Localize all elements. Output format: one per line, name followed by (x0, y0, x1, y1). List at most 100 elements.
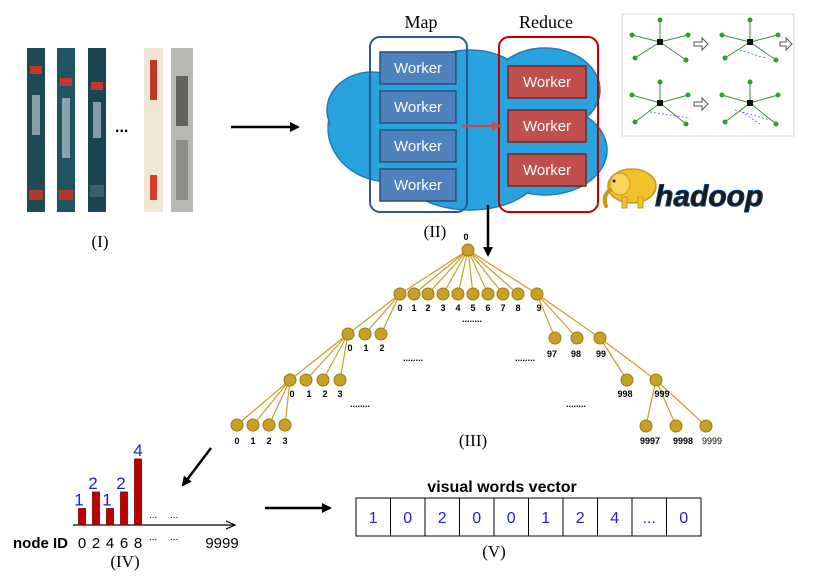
level1-label-7: 7 (500, 303, 505, 313)
histogram-dots-c: ... (149, 532, 157, 543)
tree-root-node (461, 243, 475, 257)
reduce-worker-1-label: Worker (523, 74, 571, 91)
level3-left-label-3: 3 (337, 389, 342, 399)
level1-label-4: 4 (455, 303, 460, 313)
reduce-worker-3-label: Worker (523, 162, 571, 179)
level3-right-label-998: 998 (617, 389, 632, 399)
vector-cell-value-4: 0 (507, 510, 516, 527)
histogram-value-label-4: 1 (102, 491, 111, 510)
histogram-value-label-6: 2 (116, 474, 125, 493)
reduce-worker-2-label: Worker (523, 118, 571, 135)
vector-cell-1 (390, 497, 426, 537)
level1-label-1: 1 (411, 303, 416, 313)
level4-left-label-0: 0 (234, 436, 239, 446)
histogram-x-label-2: 2 (92, 535, 100, 552)
vector-cell-2 (424, 497, 460, 537)
vector-cell-value-9: 0 (679, 510, 688, 527)
histogram-dots-d: ... (170, 532, 178, 543)
level1-label-3: 3 (440, 303, 445, 313)
panel-iv-label: (IV) (110, 552, 139, 571)
vector-cell-6 (562, 497, 598, 537)
level2-right-dots: ........ (515, 353, 535, 363)
map-worker-3-label: Worker (394, 138, 442, 155)
arrow-iii-to-iv (181, 447, 212, 487)
map-workers: Worker Worker Worker Worker (379, 51, 457, 202)
image-strip-1 (27, 48, 45, 212)
image-strip-4 (144, 48, 163, 212)
map-box (369, 36, 468, 213)
level1-label-0: 0 (397, 303, 402, 313)
level1-label-6: 6 (485, 303, 490, 313)
image-strip-2 (57, 48, 75, 212)
images-ellipsis: ... (115, 119, 128, 136)
vector-cell-value-1: 0 (403, 510, 412, 527)
level1-dots: ........ (462, 314, 482, 324)
map-title: Map (405, 12, 438, 32)
vector-cell-9 (666, 497, 702, 537)
level4-left-label-3: 3 (282, 436, 287, 446)
histogram-bar-2 (92, 491, 100, 526)
vector-title: visual words vector (427, 479, 576, 496)
hadoop-logo: hadoop (602, 168, 764, 214)
vector-cell-value-0: 1 (369, 510, 378, 527)
level3-right-label-999: 999 (654, 389, 669, 399)
vector-cell-0 (355, 497, 391, 537)
histogram-bar-4 (106, 508, 114, 526)
image-strips: ... (27, 48, 193, 212)
level3-right-dots: ........ (566, 399, 586, 409)
panel-v-label: (V) (482, 542, 506, 561)
histogram-x-label-8: 8 (134, 535, 142, 552)
reduce-title: Reduce (519, 12, 573, 32)
histogram-dots-b: ... (170, 510, 178, 521)
level2-left-label-0: 0 (347, 343, 352, 353)
panel-i-label: (I) (92, 232, 109, 251)
level3-left-label-1: 1 (306, 389, 311, 399)
image-strip-3 (88, 48, 106, 212)
hadoop-wordmark: hadoop (655, 180, 763, 213)
level3-left-label-2: 2 (322, 389, 327, 399)
level1-label-2: 2 (425, 303, 430, 313)
level2-left-dots: ........ (403, 353, 423, 363)
level3-left-dots: ........ (350, 399, 370, 409)
histogram-value-label-0: 1 (74, 491, 83, 510)
panel-ii-label: (II) (424, 222, 447, 241)
histogram-x-label-6: 6 (120, 535, 128, 552)
histogram-x-label-4: 4 (106, 535, 114, 552)
vector-cell-value-3: 0 (472, 510, 481, 527)
vocabulary-tree: 0 0 1 2 3 4 5 6 7 8 9 ........ 0 1 2 ...… (230, 232, 722, 446)
histogram-value-label-2: 2 (88, 474, 97, 493)
level1-label-8: 8 (515, 303, 520, 313)
map-worker-1-label: Worker (394, 60, 442, 77)
reduce-workers: Worker Worker Worker (507, 65, 587, 187)
tree-root-label: 0 (463, 232, 468, 242)
tree-nodes (230, 243, 713, 433)
level2-left-label-2: 2 (379, 343, 384, 353)
level4-right-label-9998: 9998 (673, 436, 693, 446)
histogram-dots-a: ... (149, 510, 157, 521)
histogram-x-end-label: 9999 (205, 535, 238, 552)
level2-right-label-98: 98 (571, 349, 581, 359)
elephant-icon (602, 168, 657, 209)
vector-cell-value-7: 4 (610, 510, 619, 527)
vector-cell-value-5: 1 (541, 510, 550, 527)
tree-thumbnails (621, 13, 795, 137)
level3-left-label-0: 0 (289, 389, 294, 399)
level2-left-label-1: 1 (363, 343, 368, 353)
level1-label-9: 9 (536, 303, 541, 313)
vector-cell-value-8: ... (643, 510, 656, 527)
level4-left-label-1: 1 (250, 436, 255, 446)
panel-iii-label: (III) (459, 431, 487, 450)
level4-right-label-9999: 9999 (702, 436, 722, 446)
level4-left-label-2: 2 (266, 436, 271, 446)
level2-right-label-99: 99 (596, 349, 606, 359)
vector-cell-value-2: 2 (438, 510, 447, 527)
level2-right-label-97: 97 (547, 349, 557, 359)
vector-cell-7 (597, 497, 633, 537)
vector-cell-8 (631, 497, 667, 537)
tree-labels: 0 0 1 2 3 4 5 6 7 8 9 ........ 0 1 2 ...… (234, 232, 722, 446)
level4-right-label-9997: 9997 (640, 436, 660, 446)
